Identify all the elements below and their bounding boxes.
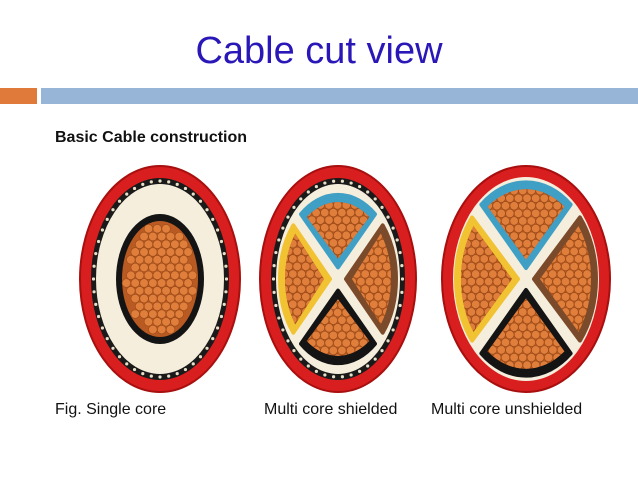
accent-bar-blue — [41, 88, 638, 104]
slide-title: Cable cut view — [195, 30, 443, 72]
caption-multi-core-shielded: Multi core shielded — [264, 401, 398, 418]
caption-multi-core-unshielded: Multi core unshielded — [431, 401, 583, 418]
accent-bar-orange — [0, 88, 37, 104]
slide-subtitle: Basic Cable construction — [55, 129, 248, 146]
multi-core-unshielded-cable-illustration — [441, 165, 611, 393]
multi-core-shielded-cable-illustration — [259, 165, 417, 393]
single-core-cable-illustration — [79, 165, 241, 393]
caption-single-core: Fig. Single core — [55, 401, 167, 418]
